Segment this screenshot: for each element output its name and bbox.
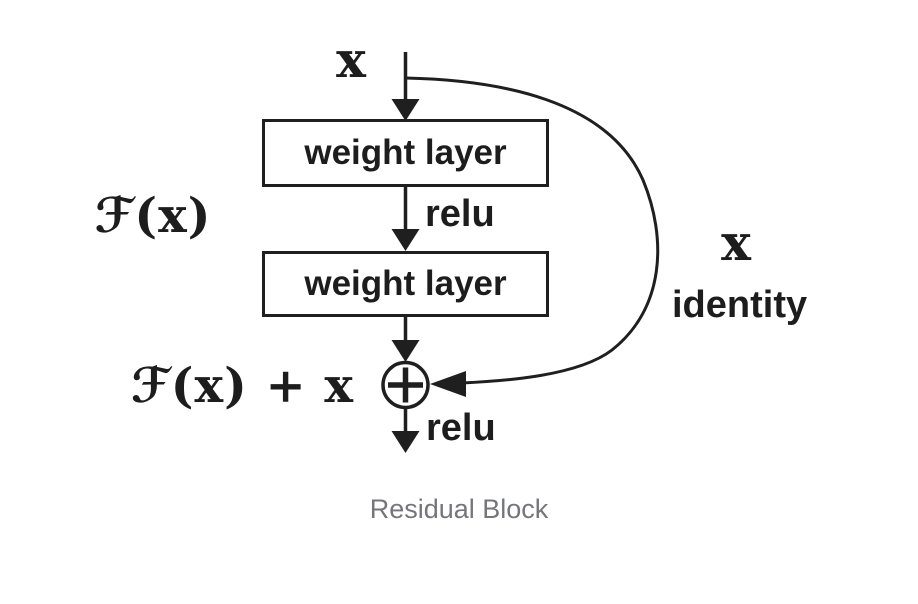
add-arrowhead-icon (391, 340, 420, 362)
skip-arrowhead-icon (430, 371, 466, 397)
output-arrowhead-icon (391, 431, 420, 453)
weight-layer-2-label: weight layer (304, 264, 507, 303)
relu-mid-label: relu (425, 193, 495, 235)
relu-arrowhead-icon (391, 229, 420, 251)
relu-out-label: relu (426, 407, 496, 449)
input-x-label: x (336, 30, 366, 89)
figure-caption: Residual Block (369, 494, 549, 524)
weight-layer-1-label: weight layer (304, 133, 507, 172)
weight-layer-1-box: weight layer (262, 119, 549, 187)
output-sum-label: ℱ(x) + x (130, 358, 355, 414)
weight-layer-2-box: weight layer (262, 251, 549, 317)
residual-function-label: ℱ(x) (94, 188, 212, 244)
skip-connection-curve (405, 76, 660, 385)
input-arrowhead-icon (391, 99, 420, 121)
skip-x-label: x (721, 213, 751, 272)
skip-identity-label: identity (672, 284, 808, 326)
